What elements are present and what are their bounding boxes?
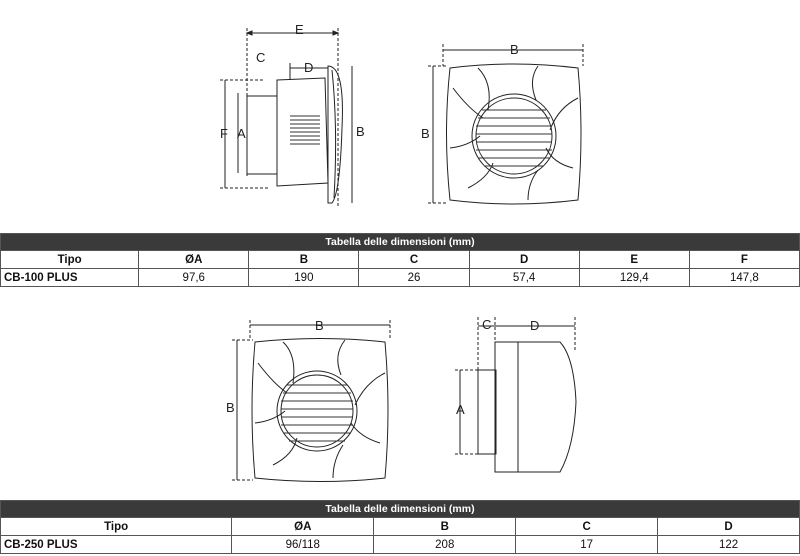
col-header-d: D [468, 250, 580, 269]
col-header-tipo: Tipo [0, 517, 233, 536]
table-row: CB-250 PLUS 96/118 208 17 122 [0, 535, 800, 554]
dim-label-b-front-width: B [510, 42, 519, 57]
cell-c: 26 [358, 268, 470, 287]
dim-label-d: D [304, 60, 313, 75]
cell-a: 97,6 [138, 268, 250, 287]
cb100-side-view-drawing: C E D F A B [220, 22, 365, 208]
col-header-b: B [373, 517, 517, 536]
col-header-a: ØA [231, 517, 375, 536]
cell-tipo: CB-250 PLUS [0, 535, 233, 554]
dim-label-f: F [220, 126, 228, 141]
cb250-side-view-drawing: C D A [455, 317, 577, 473]
table-header-row: Tipo ØA B C D E F [0, 250, 800, 269]
dim-label-a: A [237, 126, 246, 141]
table-caption: Tabella delle dimensioni (mm) [0, 500, 800, 518]
cb250-front-view-drawing: B B [226, 318, 391, 482]
dim-label-b-front-height: B [421, 126, 430, 141]
dim-label-b-side: B [356, 124, 365, 139]
cell-f: 147,8 [688, 268, 800, 287]
col-header-f: F [688, 250, 800, 269]
dim-label-a: A [456, 402, 465, 417]
dim-label-c: C [256, 50, 265, 65]
cell-a: 96/118 [231, 535, 375, 554]
cell-c: 17 [515, 535, 659, 554]
col-header-d: D [657, 517, 800, 536]
dim-label-b-height: B [226, 400, 235, 415]
cb100-front-view-drawing: B B [421, 42, 584, 205]
col-header-e: E [578, 250, 690, 269]
dim-label-c: C [482, 317, 491, 332]
dim-label-e: E [295, 22, 304, 37]
col-header-b: B [248, 250, 360, 269]
cell-tipo: CB-100 PLUS [0, 268, 140, 287]
cell-b: 190 [248, 268, 360, 287]
col-header-c: C [358, 250, 470, 269]
dimensions-table-cb100: Tabella delle dimensioni (mm) Tipo ØA B … [0, 233, 800, 287]
dim-label-d: D [530, 318, 539, 333]
table-caption: Tabella delle dimensioni (mm) [0, 233, 800, 251]
cell-b: 208 [373, 535, 517, 554]
col-header-c: C [515, 517, 659, 536]
col-header-tipo: Tipo [0, 250, 140, 269]
table-header-row: Tipo ØA B C D [0, 517, 800, 536]
dimensions-table-cb250: Tabella delle dimensioni (mm) Tipo ØA B … [0, 500, 800, 554]
cell-e: 129,4 [578, 268, 690, 287]
table-row: CB-100 PLUS 97,6 190 26 57,4 129,4 147,8 [0, 268, 800, 287]
dim-label-b-width: B [315, 318, 324, 333]
cell-d: 57,4 [468, 268, 580, 287]
cell-d: 122 [657, 535, 800, 554]
col-header-a: ØA [138, 250, 250, 269]
